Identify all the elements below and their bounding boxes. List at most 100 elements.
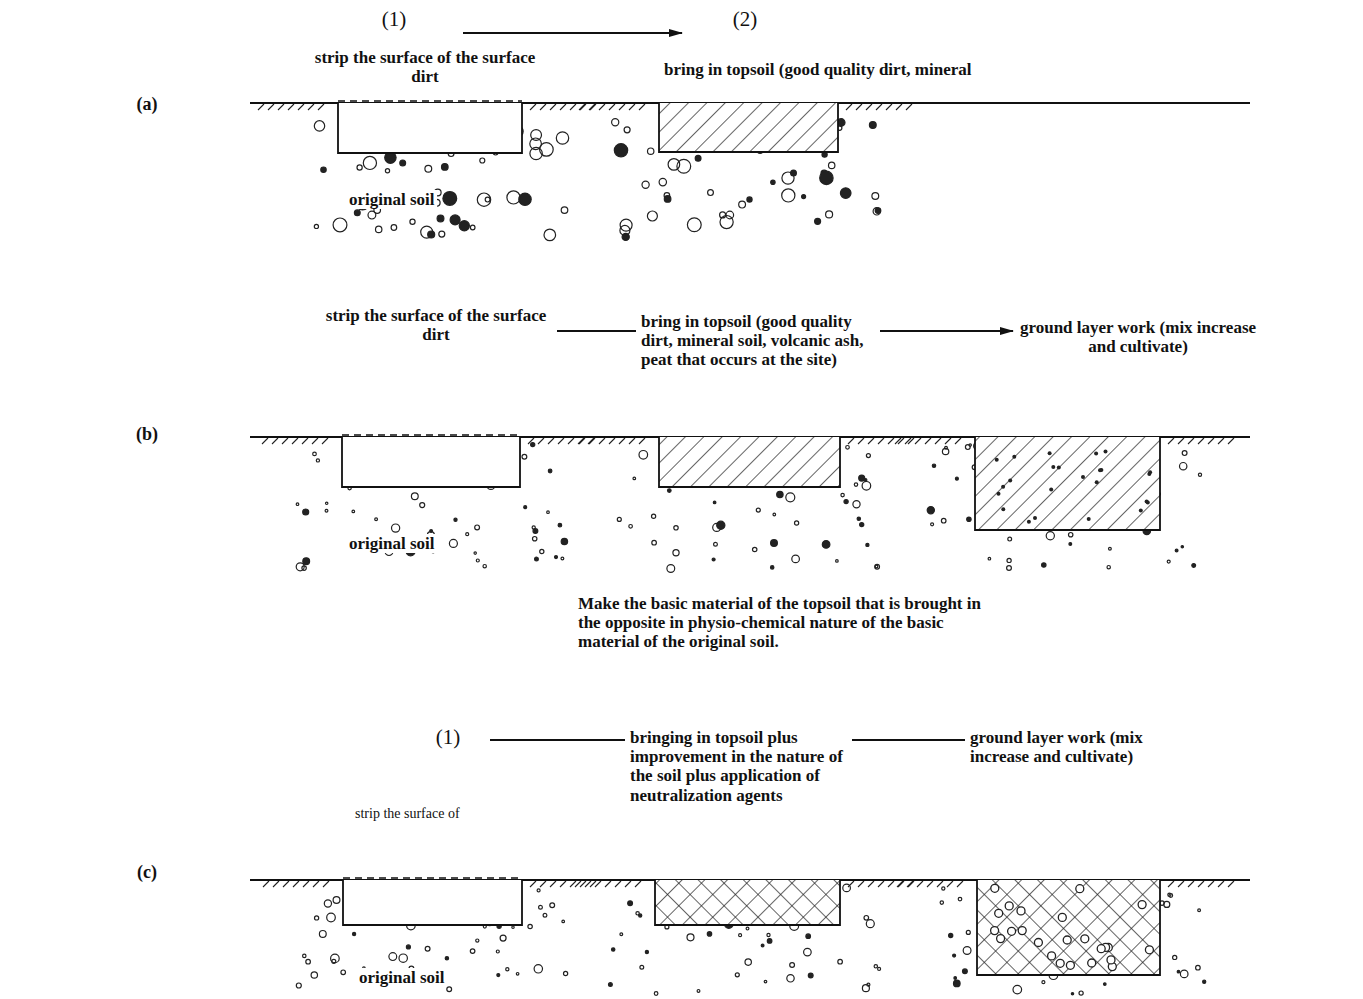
soil-particle	[443, 192, 457, 206]
pit-ground	[338, 103, 522, 153]
soil-particle	[866, 543, 869, 546]
soil-particle	[391, 225, 397, 231]
soil-particle	[853, 501, 860, 508]
soil-particle	[687, 934, 694, 941]
soil-particle	[673, 550, 679, 556]
soil-particle	[439, 231, 445, 237]
soil-particle	[1071, 993, 1073, 995]
soil-particle	[857, 517, 860, 520]
surface-hatch	[302, 438, 308, 444]
soil-particle	[354, 210, 360, 216]
surface-hatch	[568, 438, 574, 444]
soil-particle	[327, 913, 336, 922]
soil-particle	[652, 514, 656, 518]
surface-hatch	[888, 438, 894, 444]
soil-particle	[988, 557, 991, 560]
mixed-particle	[1034, 939, 1042, 947]
soil-particle	[735, 973, 739, 977]
original-surface	[338, 100, 522, 102]
soil-particle	[792, 555, 800, 563]
surface-hatch	[619, 104, 625, 110]
soil-particle	[368, 211, 376, 219]
original-surface	[343, 877, 522, 879]
soil-particle	[392, 524, 400, 532]
soil-particle	[561, 207, 568, 214]
soil-particle	[707, 932, 711, 936]
soil-particle	[620, 225, 630, 235]
soil-particle	[321, 167, 326, 172]
surface-hatch	[589, 104, 595, 110]
pit-outline	[342, 437, 520, 487]
soil-particle	[1107, 566, 1110, 569]
soil-particle	[1182, 451, 1187, 456]
surface-hatch	[897, 881, 903, 887]
soil-particle	[561, 557, 564, 560]
surface-hatch	[1198, 881, 1204, 887]
soil-particle	[967, 517, 971, 521]
soil-particle	[633, 477, 636, 480]
soil-particle	[756, 508, 760, 512]
mixed-particle	[1066, 961, 1074, 969]
pit-ground	[343, 880, 522, 925]
soil-particle	[712, 558, 715, 561]
surface-hatch	[848, 881, 854, 887]
surface-hatch	[278, 104, 284, 110]
surface-hatch	[588, 438, 594, 444]
mixed-particle	[991, 927, 999, 935]
soil-particle	[872, 193, 879, 200]
surface-hatch	[1178, 881, 1184, 887]
soil-particle	[400, 160, 406, 166]
soil-particle	[866, 454, 870, 458]
soil-particle	[674, 526, 678, 530]
surface-hatch	[1228, 881, 1234, 887]
soil-particle	[519, 193, 531, 205]
soil-particle	[826, 211, 833, 218]
surface-hatch	[895, 438, 901, 444]
mixed-particle	[995, 909, 1003, 917]
soil-particle	[421, 226, 433, 238]
mixed-particle	[1139, 509, 1143, 513]
soil-particle	[645, 950, 648, 953]
surface-hatch	[528, 438, 534, 444]
soil-particle	[1008, 537, 1012, 541]
soil-label: original soil	[346, 534, 437, 553]
soil-particle	[1180, 970, 1188, 978]
surface-hatch	[1178, 438, 1184, 444]
soil-particle	[647, 211, 657, 221]
soil-particle	[296, 983, 301, 988]
soil-particle	[561, 538, 567, 544]
surface-hatch	[935, 438, 941, 444]
mixed-particle	[1018, 927, 1026, 935]
soil-particle	[639, 451, 648, 460]
surface-hatch	[906, 104, 912, 110]
soil-particle	[411, 493, 418, 500]
soil-particle	[522, 454, 527, 459]
soil-particle	[477, 193, 490, 206]
soil-particle	[878, 967, 881, 970]
mixed-particle	[1001, 507, 1005, 511]
surface-hatch	[925, 438, 931, 444]
mixed-particle	[1148, 470, 1152, 474]
soil-particle	[547, 511, 550, 514]
soil-particle	[804, 948, 812, 956]
soil-particle	[324, 900, 331, 907]
soil-particle	[311, 972, 317, 978]
surface-hatch	[888, 881, 894, 887]
soil-particle	[677, 159, 691, 173]
soil-particle	[654, 992, 658, 996]
soil-particle	[844, 500, 848, 504]
soil-particle	[747, 197, 752, 202]
soil-particle	[445, 957, 448, 960]
soil-particle	[533, 529, 538, 534]
mixed-particle	[997, 492, 1001, 496]
mixed-particle	[1058, 913, 1066, 921]
pit-ground	[977, 880, 1160, 975]
surface-hatch	[908, 438, 914, 444]
surface-hatch	[635, 881, 641, 887]
step-label: strip the surface of the surface dirt	[320, 306, 552, 344]
soil-particle	[795, 521, 799, 525]
soil-particle	[459, 221, 469, 231]
surface-hatch	[937, 881, 943, 887]
surface-hatch	[878, 438, 884, 444]
surface-hatch	[907, 881, 913, 887]
